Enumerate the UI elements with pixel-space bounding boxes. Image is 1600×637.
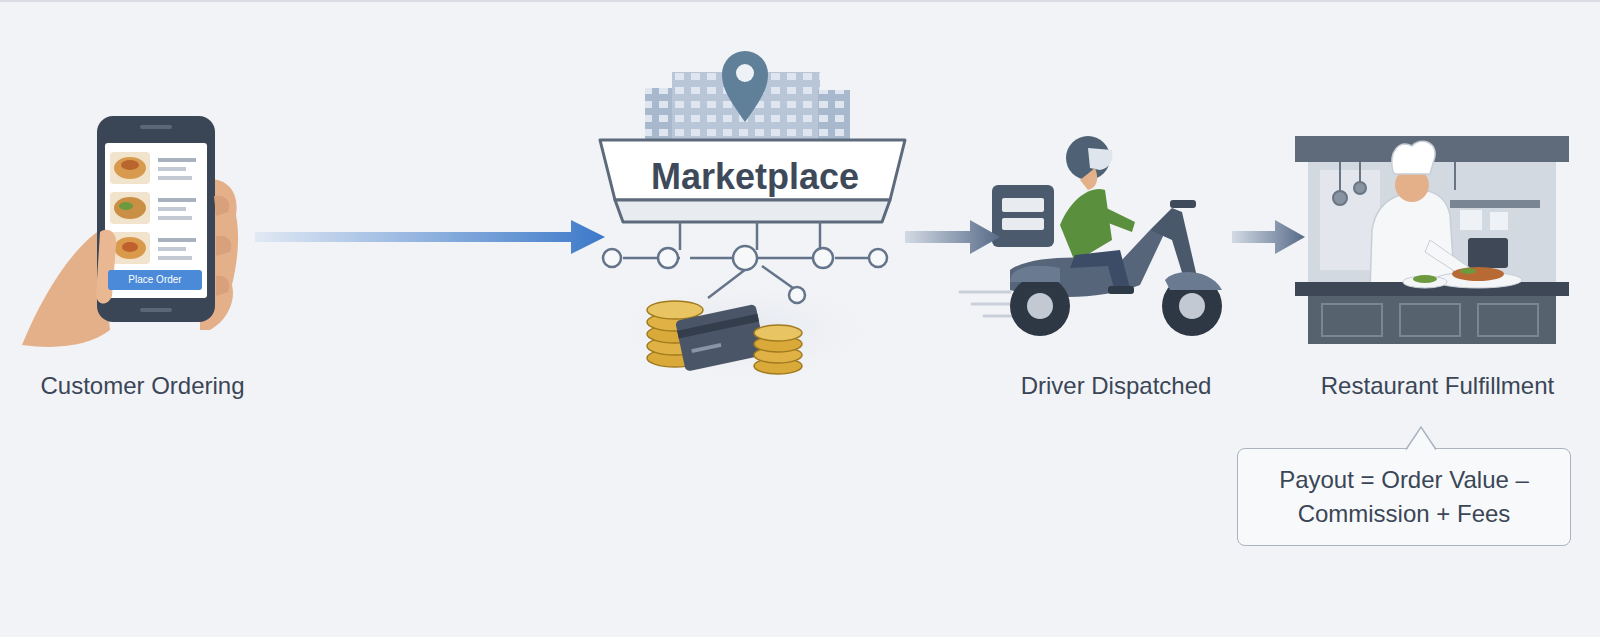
kitchen-illustration (1295, 136, 1569, 344)
scooter-illustration (960, 136, 1222, 336)
phone-illustration (22, 116, 238, 347)
stage-node: Restaurant Fulfillment (1305, 135, 1570, 410)
node-label: Customer Ordering (40, 372, 244, 400)
button-label: Place Order (128, 274, 181, 286)
callout-box: Payout = Order Value – Commission + Fees (1237, 448, 1571, 546)
stage-node: Customer Ordering Place Order (30, 110, 255, 410)
order-button: Place Order (108, 270, 202, 290)
flow-arrow (255, 220, 605, 254)
stage-node: Driver Dispatched (1000, 140, 1232, 410)
callout-pointer (1406, 425, 1436, 451)
node-label: Restaurant Fulfillment (1321, 372, 1554, 400)
flow-arrow (905, 220, 1000, 254)
node-label: Marketplace (651, 154, 859, 200)
top-rule (0, 0, 1600, 2)
callout-text: Payout = Order Value – Commission + Fees (1254, 463, 1554, 531)
marketplace-illustration (585, 51, 905, 390)
node-label: Driver Dispatched (1021, 372, 1212, 400)
marketplace-sign: Marketplace (605, 140, 905, 245)
flow-arrow (1232, 220, 1305, 254)
